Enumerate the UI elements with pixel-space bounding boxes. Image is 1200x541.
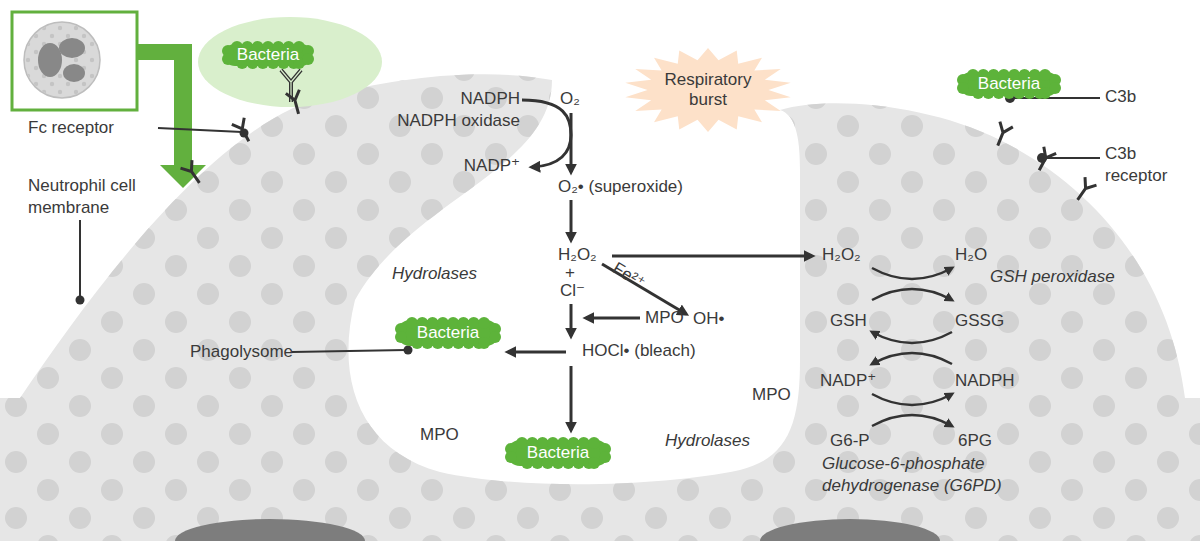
part-label: Phagolysome bbox=[190, 341, 310, 363]
bacteria-body bbox=[224, 44, 312, 66]
enzyme-label: Hydrolases bbox=[665, 430, 785, 452]
burst-star bbox=[625, 48, 790, 132]
coupled-arrow bbox=[872, 394, 952, 405]
zoom-arrow bbox=[137, 44, 206, 188]
molecule-label: HOCl• (bleach) bbox=[582, 340, 732, 362]
bacteria-blob: Bacteria bbox=[395, 316, 501, 350]
coupled-arrow bbox=[872, 289, 952, 300]
molecule-label: 6PG bbox=[958, 430, 1018, 452]
molecule-label: O₂• (superoxide) bbox=[558, 176, 748, 198]
neutrophil-nucleus bbox=[59, 38, 85, 58]
coupled-arrow bbox=[872, 332, 952, 343]
molecule-label: OH• bbox=[693, 308, 753, 330]
bacteria-bump bbox=[1049, 82, 1061, 94]
enzyme-label: MPO bbox=[645, 307, 705, 329]
molecule-label: NADP⁺ bbox=[820, 370, 890, 392]
reaction-arrow bbox=[522, 100, 571, 167]
enzyme-label: NADPH oxidase bbox=[370, 110, 520, 132]
bacteria-bump bbox=[489, 331, 501, 343]
part-label: Neutrophil cell membrane bbox=[28, 175, 158, 219]
leader-line bbox=[158, 128, 249, 138]
enzyme-label: Glucose-6-phosphate dehydrogenase (G6PD) bbox=[822, 453, 1027, 497]
molecule-label: H₂O₂ bbox=[822, 244, 882, 266]
bacteria-bump bbox=[588, 437, 600, 449]
coupled-arrow bbox=[872, 415, 952, 426]
fc-receptor bbox=[286, 90, 305, 116]
c3b-receptor bbox=[1033, 147, 1056, 174]
molecule-label: O₂ bbox=[560, 88, 620, 110]
molecule-label: GSH bbox=[830, 310, 890, 332]
bacteria-bump bbox=[588, 457, 600, 469]
bacteria-blob: Bacteria bbox=[957, 68, 1061, 100]
reaction-arrow bbox=[586, 317, 640, 320]
leader-line bbox=[76, 220, 85, 305]
part-label: C3b bbox=[1105, 86, 1185, 108]
reaction-arrow bbox=[570, 200, 573, 240]
c3b-receptor bbox=[1072, 177, 1097, 204]
reaction-arrows bbox=[508, 100, 812, 430]
enzyme-label: Hydrolases bbox=[392, 263, 512, 285]
coupled-arrow bbox=[872, 353, 952, 364]
reaction-arrow bbox=[612, 255, 812, 258]
bacteria-bump bbox=[478, 337, 490, 349]
part-label: C3b receptor bbox=[1105, 143, 1180, 187]
reaction-arrow bbox=[508, 351, 566, 354]
leader-line bbox=[292, 346, 413, 355]
bacteria-bump bbox=[222, 53, 234, 65]
cofactor-label: Fe²⁺ bbox=[608, 258, 671, 308]
c3b-receptor bbox=[991, 122, 1013, 149]
bacteria-bump bbox=[302, 53, 314, 65]
molecule-label: NADP⁺ bbox=[420, 155, 520, 177]
part-label: Fc receptor bbox=[28, 117, 158, 139]
icon-frame bbox=[12, 12, 137, 110]
molecule-label: NADPH bbox=[420, 88, 520, 110]
bacteria-bump bbox=[599, 451, 611, 463]
bacteria-bump bbox=[516, 437, 528, 449]
leader-line bbox=[1037, 153, 1100, 163]
bacteria-label: Bacteria bbox=[527, 443, 589, 463]
bacteria-bump bbox=[406, 317, 418, 329]
operator-sign: + bbox=[565, 262, 595, 284]
burst-label: Respiratory burst bbox=[658, 70, 758, 111]
neutrophil-nucleus bbox=[38, 43, 62, 77]
enzyme-label: MPO bbox=[752, 384, 812, 406]
enzyme-label: GSH peroxidase bbox=[990, 266, 1170, 288]
molecule-label: NADPH bbox=[955, 370, 1025, 392]
neutrophil-nucleus bbox=[63, 64, 85, 82]
bacteria-blob: Bacteria bbox=[222, 40, 314, 70]
coupled-arrow bbox=[872, 268, 952, 279]
reaction-arrow bbox=[570, 366, 573, 430]
bacteria-bump bbox=[395, 331, 407, 343]
burst-shape: Respiratory burst bbox=[624, 48, 792, 132]
bacteria-bump bbox=[478, 317, 490, 329]
bacteria-label: Bacteria bbox=[978, 74, 1040, 94]
neutrophil-icon-granules bbox=[25, 23, 99, 97]
nucleus-lobe bbox=[175, 519, 365, 541]
bacteria-label: Bacteria bbox=[237, 45, 299, 65]
molecule-label: H₂O bbox=[955, 244, 1015, 266]
bacteria-bump bbox=[957, 82, 969, 94]
enzyme-label: MPO bbox=[420, 424, 480, 446]
molecule-label: H₂O₂ bbox=[558, 244, 618, 266]
coupled-arrows bbox=[872, 268, 952, 426]
bacteria-label: Bacteria bbox=[417, 323, 479, 343]
nucleus-lobe bbox=[760, 519, 940, 541]
neutrophil-icon bbox=[24, 22, 100, 98]
bacteria-blob: Bacteria bbox=[505, 436, 611, 470]
bacteria-bump bbox=[505, 451, 517, 463]
molecule-label: Cl⁻ bbox=[560, 280, 610, 302]
fc-receptor bbox=[181, 160, 206, 187]
bacteria-halo bbox=[198, 17, 382, 107]
molecule-label: GSSG bbox=[955, 310, 1025, 332]
molecule-label: G6-P bbox=[830, 430, 890, 452]
reaction-arrow bbox=[570, 304, 573, 336]
